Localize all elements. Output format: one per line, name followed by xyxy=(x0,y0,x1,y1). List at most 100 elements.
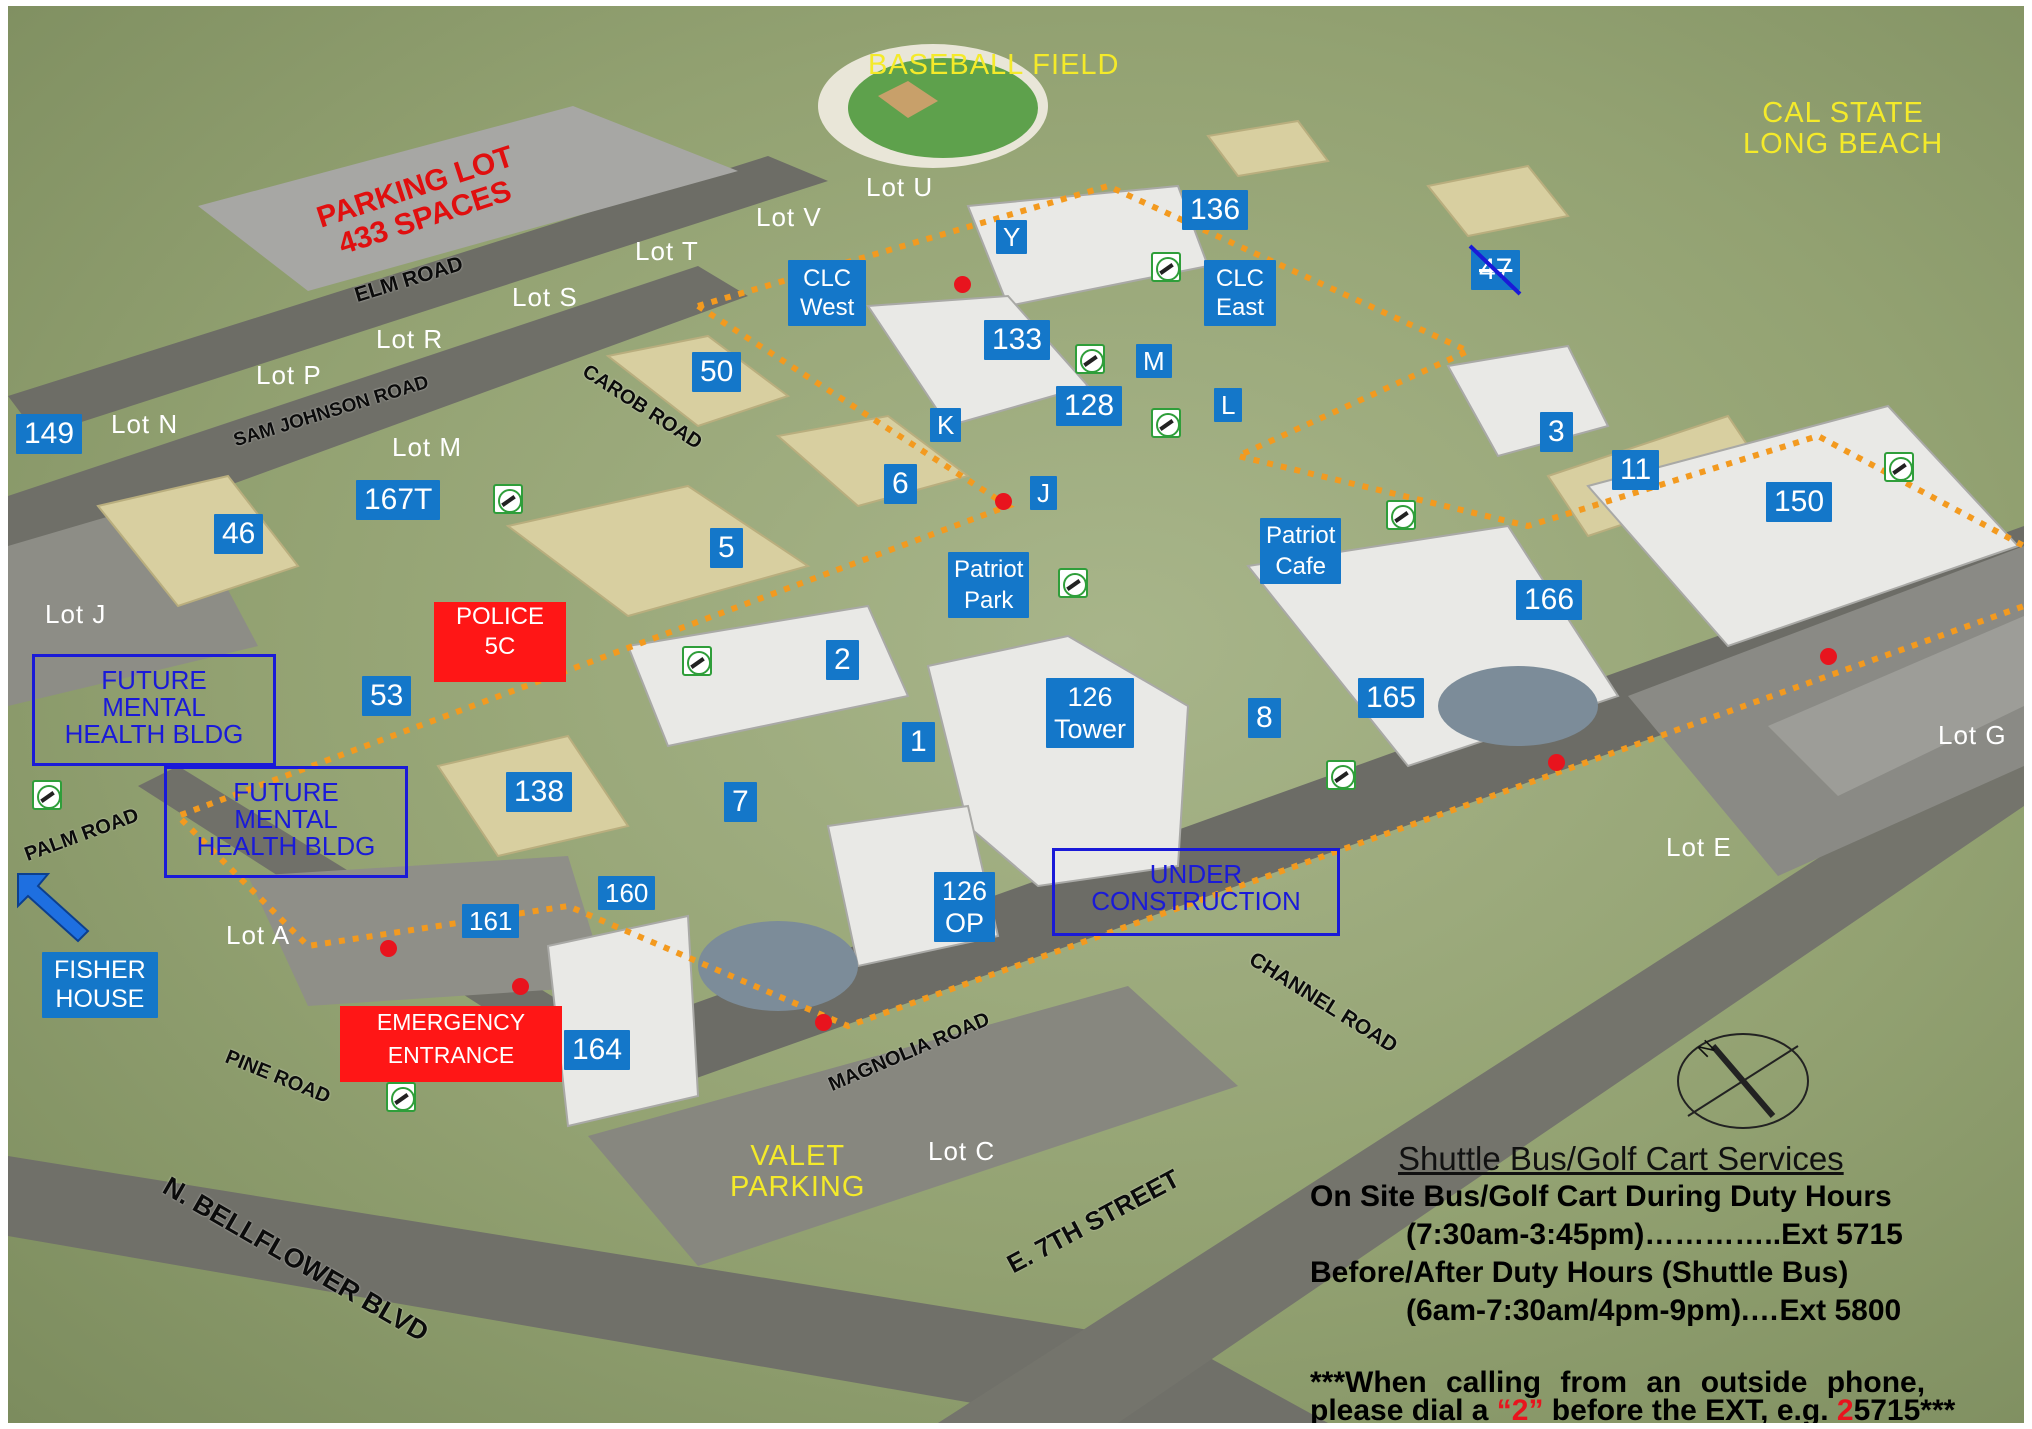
emergency-entrance-marker[interactable]: EMERGENCY ENTRANCE xyxy=(340,1006,562,1082)
baseball-field-label: BASEBALL FIELD xyxy=(868,49,1120,81)
police-line-1: POLICE xyxy=(455,603,545,630)
building-167t-marker[interactable]: 167T xyxy=(356,480,441,520)
future-mh-1-line-1: FUTURE xyxy=(101,665,207,695)
building-11-marker[interactable]: 11 xyxy=(1612,450,1660,490)
lot-a-label: Lot A xyxy=(226,920,291,950)
no-smoking-icon xyxy=(493,484,523,514)
building-53-marker[interactable]: 53 xyxy=(362,676,412,716)
building-138-marker[interactable]: 138 xyxy=(506,772,573,812)
cal-state-line-2: LONG BEACH xyxy=(1743,128,1944,160)
lot-u-label: Lot U xyxy=(866,172,934,202)
patriot-park-line-2: Park xyxy=(964,587,1014,614)
lot-p-label: Lot P xyxy=(256,360,322,390)
fisher-house-line-2: HOUSE xyxy=(55,985,145,1013)
building-150-marker[interactable]: 150 xyxy=(1766,482,1833,522)
building-6-marker[interactable]: 6 xyxy=(884,464,917,504)
clc-east-marker[interactable]: CLC East xyxy=(1204,260,1277,326)
bldg-north-shape xyxy=(1206,119,1330,178)
lot-v-label: Lot V xyxy=(756,202,822,232)
fisher-house-line-1: FISHER xyxy=(54,956,146,984)
building-y-marker[interactable]: Y xyxy=(996,220,1028,254)
building-3-marker[interactable]: 3 xyxy=(1540,412,1573,452)
no-smoking-icon xyxy=(386,1082,416,1112)
lot-c-surface xyxy=(588,986,1238,1266)
shuttle-services-title: Shuttle Bus/Golf Cart Services xyxy=(1398,1140,1844,1177)
building-161-marker[interactable]: 161 xyxy=(462,904,520,938)
under-construction-line-1: UNDER xyxy=(1149,859,1243,889)
clc-west-line-1: CLC xyxy=(803,265,852,292)
bldg-5-shape xyxy=(505,484,811,618)
no-smoking-icon xyxy=(1386,500,1416,530)
fisher-house-marker[interactable]: FISHER HOUSE xyxy=(42,952,158,1018)
building-149-marker[interactable]: 149 xyxy=(16,414,83,454)
building-160-marker[interactable]: 160 xyxy=(598,876,656,910)
lot-t-label: Lot T xyxy=(635,236,699,266)
building-166-marker[interactable]: 166 xyxy=(1516,580,1583,620)
lot-g-surface xyxy=(1768,616,2024,796)
future-mh-2-line-3: HEALTH BLDG xyxy=(196,831,376,861)
patriot-park-marker[interactable]: Patriot Park xyxy=(948,552,1030,618)
building-126-tower-marker[interactable]: 126 Tower xyxy=(1046,678,1135,748)
building-164-marker[interactable]: 164 xyxy=(564,1030,631,1070)
emergency-line-1: EMERGENCY xyxy=(376,1009,526,1035)
future-mh-1-line-2: MENTAL xyxy=(102,692,206,722)
atrium-roof xyxy=(698,921,858,1011)
seventh-street-surface xyxy=(938,726,2024,1423)
future-mental-health-frame-1: FUTURE MENTAL HEALTH BLDG xyxy=(32,654,276,766)
campus-map: BASEBALL FIELD CAL STATE LONG BEACH VALE… xyxy=(8,6,2024,1423)
building-j-marker[interactable]: J xyxy=(1030,476,1057,510)
building-165-marker[interactable]: 165 xyxy=(1358,678,1425,718)
valet-line-2: PARKING xyxy=(730,1171,866,1203)
building-m-marker[interactable]: M xyxy=(1136,344,1172,378)
lot-r-label: Lot R xyxy=(376,324,444,354)
shuttle-line-4: (6am-7:30am/4pm-9pm).…Ext 5800 xyxy=(1406,1294,1902,1327)
patriot-park-line-1: Patriot xyxy=(954,556,1024,583)
clc-west-line-2: West xyxy=(800,294,855,321)
emergency-line-2: ENTRANCE xyxy=(387,1042,515,1068)
building-k-marker[interactable]: K xyxy=(930,408,962,442)
building-7-marker[interactable]: 7 xyxy=(724,782,757,822)
future-mental-health-frame-2: FUTURE MENTAL HEALTH BLDG xyxy=(164,766,408,878)
building-5-marker[interactable]: 5 xyxy=(710,528,743,568)
lot-n-label: Lot N xyxy=(111,409,179,439)
lot-m-label: Lot M xyxy=(392,432,463,462)
building-l-marker[interactable]: L xyxy=(1214,388,1243,422)
building-2-marker[interactable]: 2 xyxy=(826,640,859,680)
building-50-marker[interactable]: 50 xyxy=(692,352,742,392)
note-digit: 2 xyxy=(1836,1394,1854,1423)
building-126-op-marker[interactable]: 126 OP xyxy=(934,872,996,942)
under-construction-line-2: CONSTRUCTION xyxy=(1091,886,1301,916)
magnolia-road-surface xyxy=(548,526,2024,1106)
atrium-roof-east xyxy=(1438,666,1598,746)
shuttle-line-3: Before/After Duty Hours (Shuttle Bus) xyxy=(1310,1256,1849,1289)
no-smoking-icon xyxy=(682,646,712,676)
op-line-1: 126 xyxy=(942,876,988,906)
lot-a-surface xyxy=(248,856,608,1006)
valet-line-1: VALET xyxy=(750,1140,846,1172)
lot-g-label: Lot G xyxy=(1938,720,2007,750)
shuttle-line-1: On Site Bus/Golf Cart During Duty Hours xyxy=(1310,1180,1892,1213)
police-line-2: 5C xyxy=(484,633,516,660)
future-mh-2-line-2: MENTAL xyxy=(234,804,338,834)
note-suffix: 5715*** xyxy=(1853,1394,1956,1423)
building-136-marker[interactable]: 136 xyxy=(1182,190,1249,230)
lot-c-label: Lot C xyxy=(928,1136,996,1166)
fisher-house-arrow xyxy=(17,873,90,943)
building-8-marker[interactable]: 8 xyxy=(1248,698,1281,738)
building-128-marker[interactable]: 128 xyxy=(1056,386,1123,426)
clc-east-line-2: East xyxy=(1216,294,1265,321)
bldg-2-shape xyxy=(626,604,910,748)
building-46-marker[interactable]: 46 xyxy=(214,514,264,554)
patriot-cafe-marker[interactable]: Patriot Cafe xyxy=(1260,518,1342,584)
shuttle-stop-dot xyxy=(1548,754,1565,771)
under-construction-frame: UNDER CONSTRUCTION xyxy=(1052,848,1340,936)
baseball-infield xyxy=(878,81,938,118)
bldg-6-shape xyxy=(775,414,971,508)
police-marker[interactable]: POLICE 5C xyxy=(434,602,566,682)
shuttle-stop-dot xyxy=(512,978,529,995)
building-133-marker[interactable]: 133 xyxy=(984,320,1051,360)
future-mh-1-line-3: HEALTH BLDG xyxy=(64,719,244,749)
building-1-marker[interactable]: 1 xyxy=(902,722,935,762)
lot-s-label: Lot S xyxy=(512,282,578,312)
clc-west-marker[interactable]: CLC West xyxy=(788,260,867,326)
